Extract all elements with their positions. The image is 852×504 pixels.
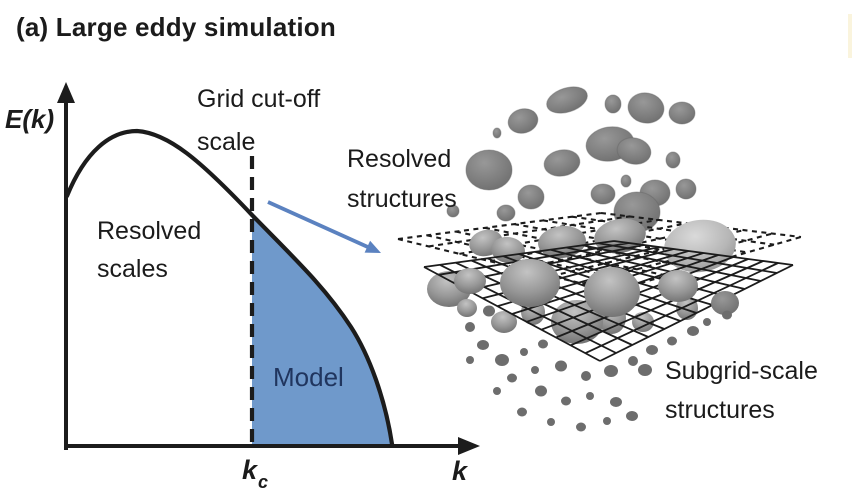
y-axis-arrowhead [57,82,75,103]
grid-cutoff-label-line1: Grid cut-off [197,85,321,113]
cutoff-tick-sub-c: c [258,472,269,493]
annotation-arrow-icon [267,200,381,253]
cutoff-wavenumber-tick: kc [242,455,269,493]
subgrid-structures-line1: Subgrid-scale [665,357,818,385]
resolved-structures-label: Resolved structures [347,139,457,219]
x-axis-arrowhead [458,437,480,455]
resolved-scales-line2: scales [97,255,168,283]
cropped-edge-sliver [848,14,852,58]
resolved-eddies-upper [446,86,697,233]
panel-title: (a) Large eddy simulation [16,12,336,42]
subgrid-structures-label: Subgrid-scale structures [665,352,818,430]
cutoff-tick-k: k [242,455,258,485]
resolved-scales-label: Resolved scales [97,212,201,288]
plot-axes [57,82,480,455]
grid-cutoff-label: Grid cut-off scale [197,78,320,164]
subgrid-eddies [465,305,732,432]
model-shaded-region [252,215,392,444]
resolved-eddies-on-grid-front [454,259,739,317]
resolved-structures-line2: structures [347,185,457,213]
resolved-scales-line1: Resolved [97,217,202,245]
y-axis-label: E(k) [5,104,55,134]
subgrid-structures-line2: structures [665,396,775,424]
grid-cutoff-label-line2: scale [197,128,256,156]
x-axis-label: k [452,456,468,486]
energy-spectrum-curve [64,128,395,447]
resolved-structures-line1: Resolved [347,145,452,173]
model-region-label: Model [273,362,344,392]
